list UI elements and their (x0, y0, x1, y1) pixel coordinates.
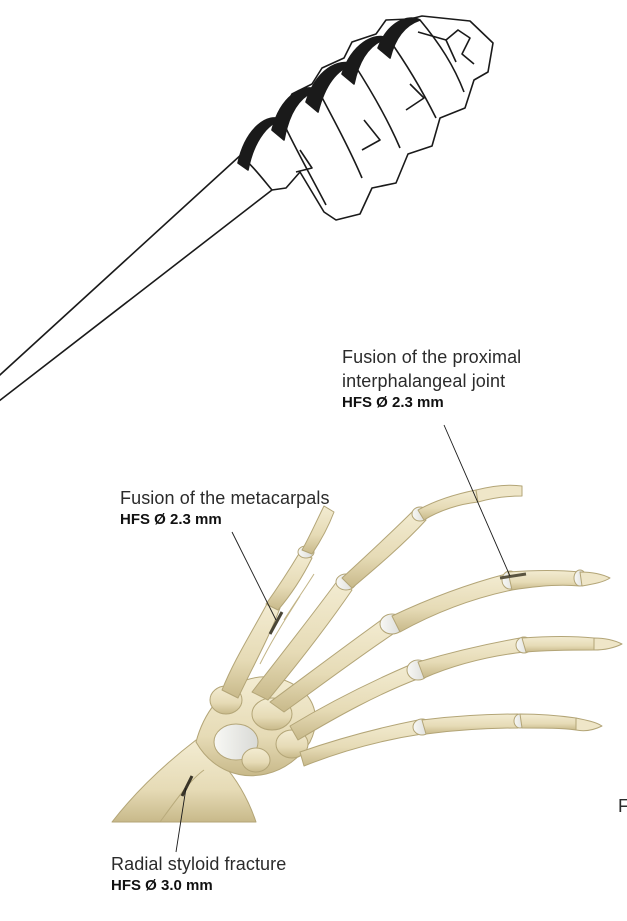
label-pip-fusion: Fusion of the proximal interphalangeal j… (342, 345, 521, 413)
label-radial-styloid: Radial styloid fracture HFS Ø 3.0 mm (111, 852, 286, 896)
edge-fragment-text: F (618, 794, 627, 818)
label-metacarpal-spec: HFS Ø 2.3 mm (120, 510, 330, 530)
label-radial-spec: HFS Ø 3.0 mm (111, 876, 286, 896)
label-metacarpal-title: Fusion of the metacarpals (120, 486, 330, 510)
leader-line-metacarpal (232, 532, 276, 620)
hand-icon (112, 485, 622, 822)
label-pip-line1: Fusion of the proximal (342, 345, 521, 369)
label-radial-title: Radial styloid fracture (111, 852, 286, 876)
label-metacarpal-fusion: Fusion of the metacarpals HFS Ø 2.3 mm (120, 486, 330, 530)
label-pip-spec: HFS Ø 2.3 mm (342, 393, 521, 413)
label-pip-line2: interphalangeal joint (342, 369, 521, 393)
